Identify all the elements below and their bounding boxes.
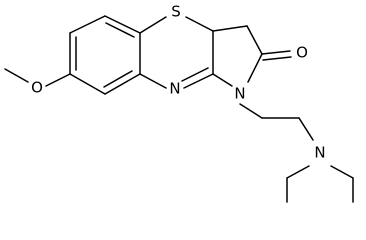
- pyrrolidinone-ring: [212, 25, 292, 87]
- lactam-nitrogen-atom-label: N: [234, 85, 245, 103]
- bond-imine-single: [183, 73, 214, 89]
- bond-carbonyl-to-nitrogen: [247, 53, 263, 83]
- bond-ring-bottom-left: [69, 73, 106, 95]
- methoxy-group: [4, 68, 71, 87]
- bond-amine-to-ethyl-right: [330, 165, 354, 179]
- bond-ch2-to-amine: [298, 117, 314, 141]
- methoxy-oxygen-atom-label: O: [31, 79, 43, 97]
- bond-sulfur-to-ch: [185, 16, 214, 32]
- bond-carbonyl-double-2: [262, 56, 292, 61]
- double-bond-inner-bottom: [103, 70, 133, 88]
- bond-amine-to-ethyl-left: [286, 165, 310, 179]
- benzene-ring: [69, 15, 141, 95]
- carbonyl-oxygen-atom-label: O: [296, 44, 308, 62]
- amine-nitrogen-atom-label: N: [314, 144, 325, 162]
- bond-imine-double: [181, 67, 209, 82]
- bond-ring-bottom-right: [104, 73, 141, 95]
- bond-ring-to-nitrogen: [139, 73, 167, 89]
- bond-ring-to-methoxy-oxygen: [45, 73, 71, 87]
- bond-carbonyl-double-1: [261, 50, 291, 55]
- thiazine-ring: [139, 16, 214, 89]
- structure-canvas: S N N N O O: [4, 2, 354, 203]
- bond-methoxy-to-methyl: [4, 68, 29, 83]
- chemical-structure-diagram: S N N N O O: [4, 3, 354, 203]
- bond-ch-to-ch2: [212, 25, 248, 32]
- bond-ring-top-right: [104, 15, 141, 34]
- atom-labels: S N N N O O: [31, 3, 326, 162]
- ring-nitrogen-atom-label: N: [169, 80, 180, 98]
- bond-ring-top-left: [69, 15, 106, 34]
- bond-nitrogen-to-ch2: [239, 103, 263, 119]
- bond-ch2-to-carbonyl: [246, 25, 263, 55]
- bond-ring-to-sulfur: [139, 16, 167, 34]
- sulfur-atom-label: S: [171, 3, 181, 21]
- diethylaminoethyl-chain: [239, 103, 354, 203]
- double-bond-inner-top: [105, 22, 135, 38]
- bond-nitrogen-to-fusion: [212, 73, 233, 87]
